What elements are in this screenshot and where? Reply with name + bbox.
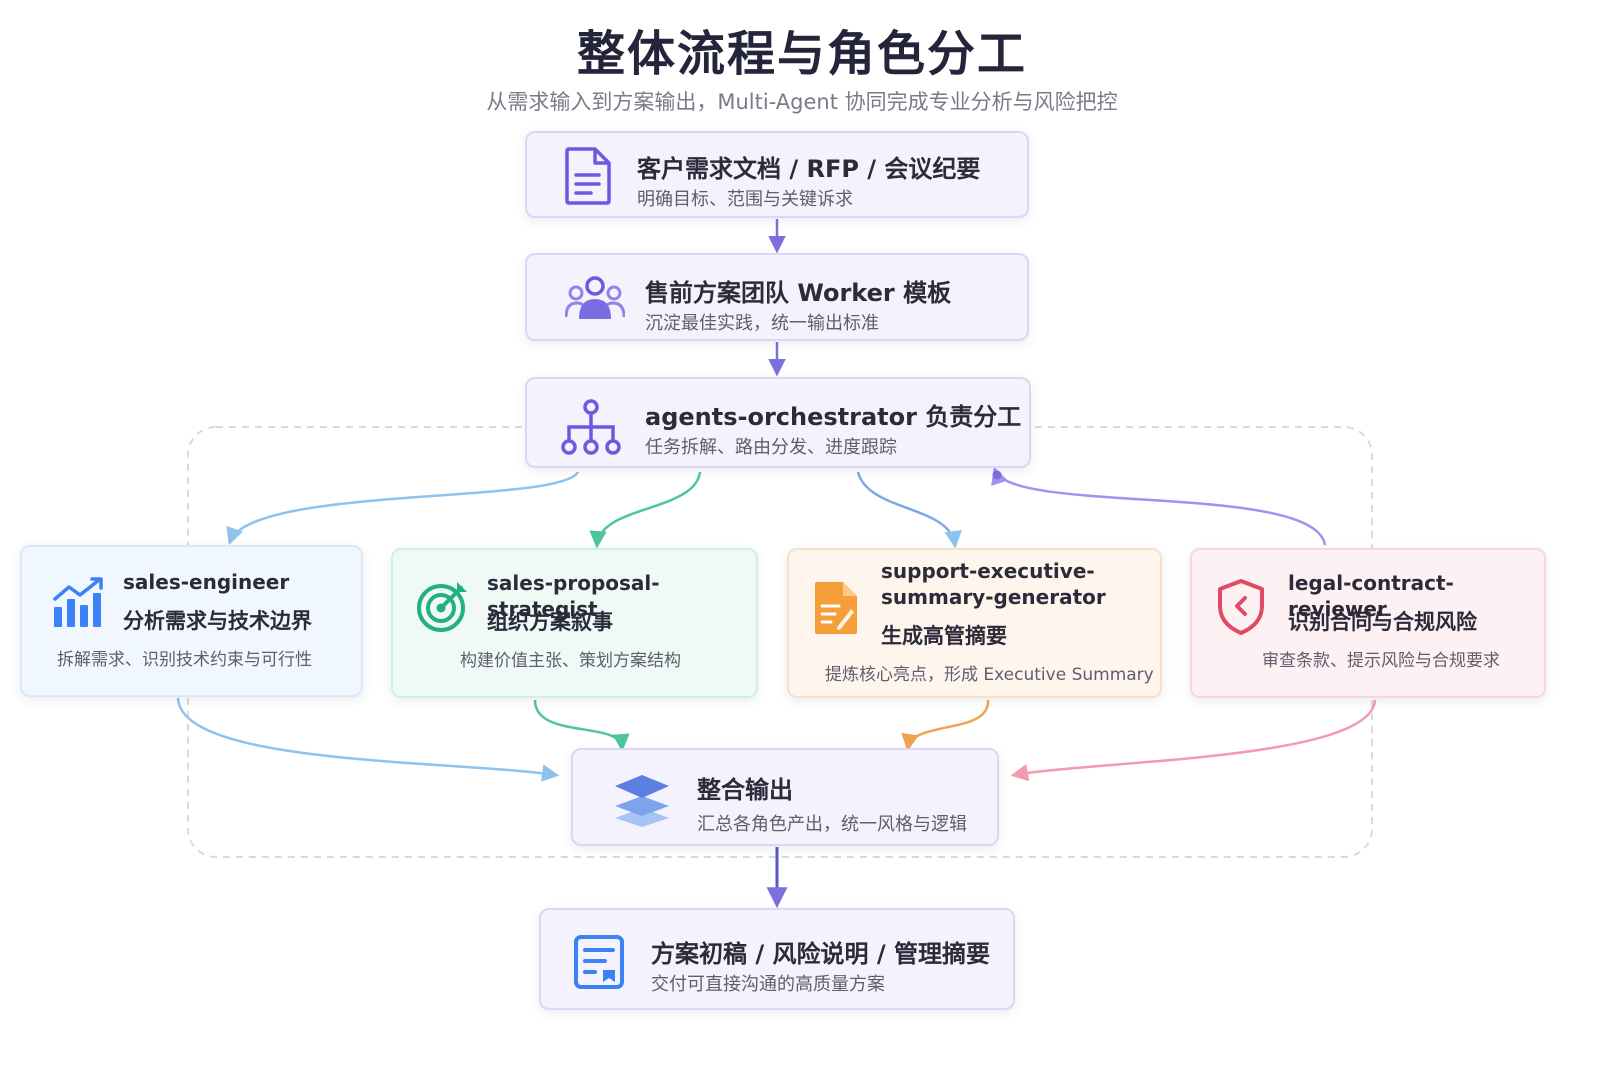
card-merge-output: 整合输出 汇总各角色产出，统一风格与逻辑 xyxy=(571,748,999,846)
team-icon xyxy=(565,276,625,319)
input-title: 客户需求文档 / RFP / 会议纪要 xyxy=(637,155,981,183)
orchestrator-desc: 任务拆解、路由分发、进度跟踪 xyxy=(645,437,897,458)
role-subtitle: 识别合同与合规风险 xyxy=(1288,610,1477,634)
layers-icon xyxy=(615,775,669,827)
role-desc: 审查条款、提示风险与合规要求 xyxy=(1262,651,1500,671)
orchestrator-title: agents-orchestrator 负责分工 xyxy=(645,403,1022,431)
output-desc: 交付可直接沟通的高质量方案 xyxy=(651,974,885,995)
role-desc: 构建价值主张、策划方案结构 xyxy=(460,651,681,671)
arrow-exec-summary-to-merge xyxy=(901,699,990,752)
document-icon xyxy=(565,147,611,205)
arrow-orchestrator-to-sales-engineer xyxy=(226,471,580,546)
shield-icon xyxy=(1218,579,1264,635)
card-exec-summary: support-executive-summary-generator 生成高管… xyxy=(787,548,1162,698)
role-name: sales-proposal-strategist xyxy=(487,571,660,621)
card-final-output: 方案初稿 / 风险说明 / 管理摘要 交付可直接沟通的高质量方案 xyxy=(539,908,1015,1010)
arrow-proposal-strategist-to-merge xyxy=(533,699,630,752)
role-name: legal-contract-reviewer xyxy=(1288,571,1454,621)
bar-chart-icon xyxy=(53,577,103,627)
role-subtitle: 分析需求与技术边界 xyxy=(123,609,312,633)
input-desc: 明确目标、范围与关键诉求 xyxy=(637,189,853,210)
card-worker-template: 售前方案团队 Worker 模板 沉淀最佳实践，统一输出标准 xyxy=(525,253,1029,341)
card-input-documents: 客户需求文档 / RFP / 会议纪要 明确目标、范围与关键诉求 xyxy=(525,131,1029,218)
role-subtitle: 组织方案叙事 xyxy=(487,610,613,634)
template-desc: 沉淀最佳实践，统一输出标准 xyxy=(645,313,879,334)
output-title: 方案初稿 / 风险说明 / 管理摘要 xyxy=(651,940,990,968)
pen-document-icon xyxy=(815,582,857,634)
arrow-bidirectional-dot xyxy=(992,470,1002,480)
role-subtitle: 生成高管摘要 xyxy=(881,624,1007,648)
arrow-orchestrator-to-exec-summary xyxy=(856,471,962,549)
report-icon xyxy=(574,935,624,989)
card-proposal-strategist: sales-proposal-strategist 组织方案叙事 构建价值主张、… xyxy=(391,548,758,698)
arrow-legal-reviewer-to-orchestrator xyxy=(991,466,1327,546)
card-sales-engineer: sales-engineer 分析需求与技术边界 拆解需求、识别技术约束与可行性 xyxy=(20,545,363,697)
hierarchy-icon xyxy=(561,399,621,455)
role-name: support-executive-summary-generator xyxy=(881,559,1106,609)
role-desc: 提炼核心亮点，形成 Executive Summary xyxy=(825,665,1154,685)
role-desc: 拆解需求、识别技术约束与可行性 xyxy=(57,650,312,670)
arrow-sales-engineer-to-merge xyxy=(176,697,560,782)
merge-desc: 汇总各角色产出，统一风格与逻辑 xyxy=(697,814,967,835)
card-orchestrator: agents-orchestrator 负责分工 任务拆解、路由分发、进度跟踪 xyxy=(525,377,1031,468)
page-subtitle: 从需求输入到方案输出，Multi-Agent 协同完成专业分析与风险把控 xyxy=(486,90,1118,114)
merge-title: 整合输出 xyxy=(697,776,793,804)
card-legal-reviewer: legal-contract-reviewer 识别合同与合规风险 审查条款、提… xyxy=(1190,548,1546,698)
role-name: sales-engineer xyxy=(123,570,290,594)
page-title: 整体流程与角色分工 xyxy=(576,26,1027,82)
arrow-legal-reviewer-to-merge xyxy=(1010,699,1377,782)
arrow-orchestrator-to-proposal-strategist xyxy=(589,471,702,549)
template-title: 售前方案团队 Worker 模板 xyxy=(645,279,952,307)
target-icon xyxy=(417,582,467,632)
